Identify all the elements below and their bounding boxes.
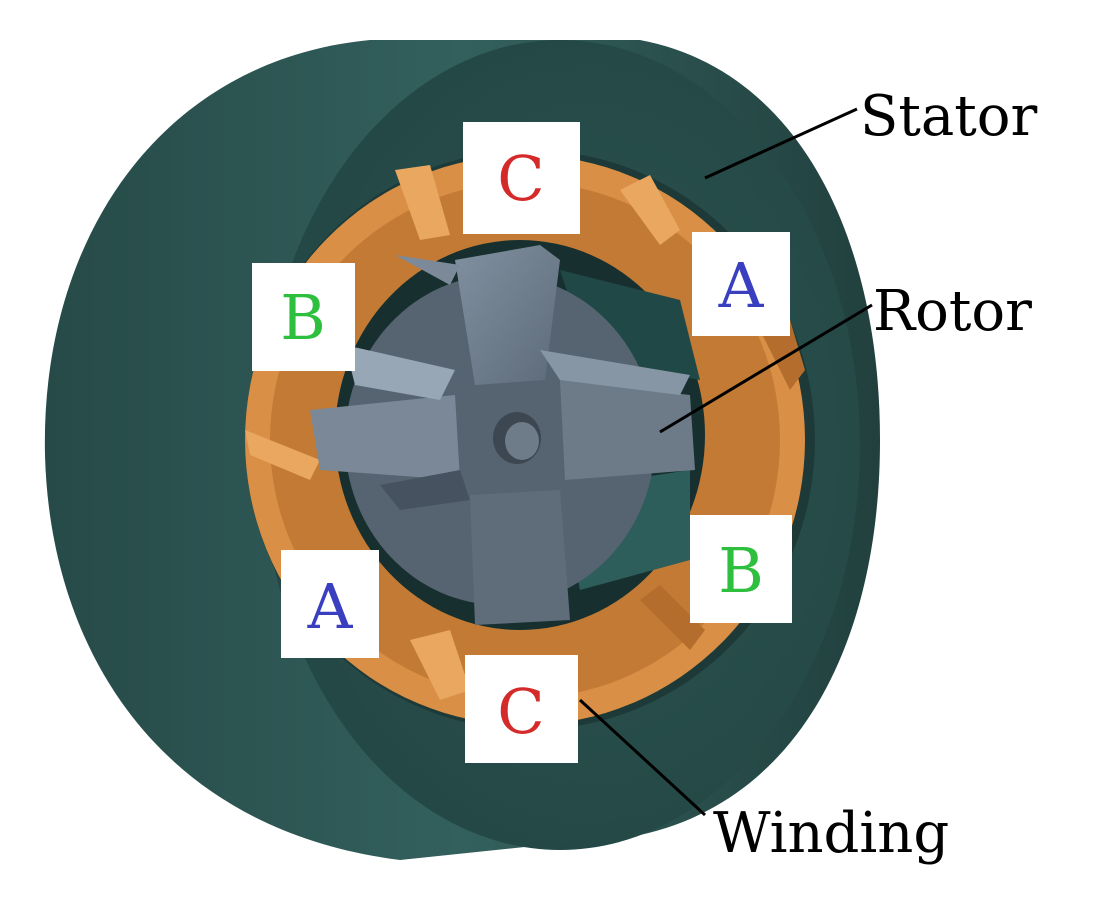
rotor-pole-left [310,395,460,480]
phase-label-box [281,550,379,658]
phase-label-box [463,122,580,234]
phase-label-upper-right-a: A [692,232,790,336]
callout-label-winding: Winding [713,801,949,866]
rotor-pole-right [560,380,695,480]
rotor-pole-bottom [470,490,570,625]
phase-label-text: C [497,142,544,215]
leader-line-rotor [659,303,873,434]
phase-label-text: B [280,281,326,354]
phase-label-text: A [718,249,765,322]
phase-label-text: C [497,675,544,748]
phase-label-text: A [307,570,354,643]
phase-label-box [465,655,578,763]
callout-rotor: Rotor [659,279,1032,434]
phase-label-top-c: C [463,122,580,234]
callout-stator: Stator [704,84,1037,180]
leader-line-winding [578,698,707,817]
rotor-bevel-3 [380,470,470,510]
phase-label-box [690,515,792,623]
callout-label-rotor: Rotor [873,279,1032,344]
phase-label-text: B [718,534,764,607]
phase-label-left-b: B [252,263,355,371]
coil-gap-5 [410,630,470,700]
shaft-hole-inner [505,422,539,460]
coil-gap-4 [245,430,320,480]
rotor-bevel-2 [540,350,690,395]
callout-winding: Winding [578,698,949,866]
rotor-bevel-1 [345,345,455,400]
callout-label-stator: Stator [860,84,1037,149]
phase-label-bottom-c: C [465,655,578,763]
phase-label-box [692,232,790,336]
coil-gap-2 [620,175,680,245]
phase-label-right-b: B [690,515,792,623]
rotor-pole-top [455,245,560,385]
phase-label-box [252,263,355,371]
coil-gap-6 [640,585,705,650]
coil-gap-3 [760,320,805,390]
rotor-tip-top [395,255,460,285]
coil-gap-1 [395,165,450,240]
rotor [310,245,695,625]
leader-line-stator [704,107,858,180]
phase-label-lower-left-a: A [281,550,379,658]
